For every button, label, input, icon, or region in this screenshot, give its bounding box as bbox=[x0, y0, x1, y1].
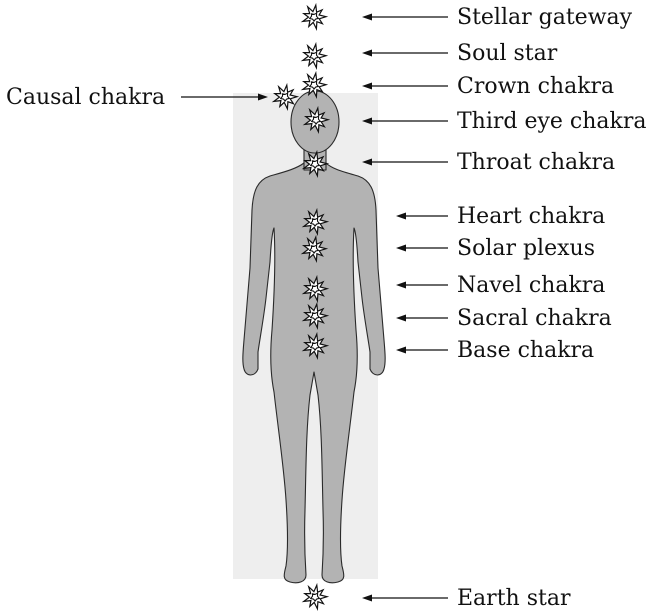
third-eye-label: Third eye chakra bbox=[457, 109, 647, 134]
sacral-arrow bbox=[396, 315, 448, 322]
stellar-gateway-arrow bbox=[362, 14, 448, 21]
soul-star-label: Soul star bbox=[457, 41, 558, 66]
causal-label: Causal chakra bbox=[6, 85, 165, 110]
throat-label: Throat chakra bbox=[457, 150, 615, 175]
navel-label: Navel chakra bbox=[457, 273, 605, 298]
base-arrow bbox=[396, 347, 448, 354]
stellar-gateway-star-icon bbox=[303, 5, 326, 29]
base-label: Base chakra bbox=[457, 338, 594, 363]
solar-plexus-label: Solar plexus bbox=[457, 236, 595, 261]
navel-arrow bbox=[396, 282, 448, 289]
stellar-gateway-label: Stellar gateway bbox=[457, 5, 633, 30]
sacral-label: Sacral chakra bbox=[457, 306, 612, 331]
crown-arrow bbox=[362, 83, 448, 90]
soul-star-star-icon bbox=[303, 44, 326, 68]
solar-plexus-arrow bbox=[396, 245, 448, 252]
earth-star-label: Earth star bbox=[457, 586, 571, 611]
soul-star-arrow bbox=[362, 50, 448, 57]
heart-arrow bbox=[396, 213, 448, 220]
earth-star-star-icon bbox=[304, 585, 327, 609]
earth-star-arrow bbox=[362, 595, 448, 602]
heart-label: Heart chakra bbox=[457, 204, 605, 229]
crown-label: Crown chakra bbox=[457, 74, 614, 99]
